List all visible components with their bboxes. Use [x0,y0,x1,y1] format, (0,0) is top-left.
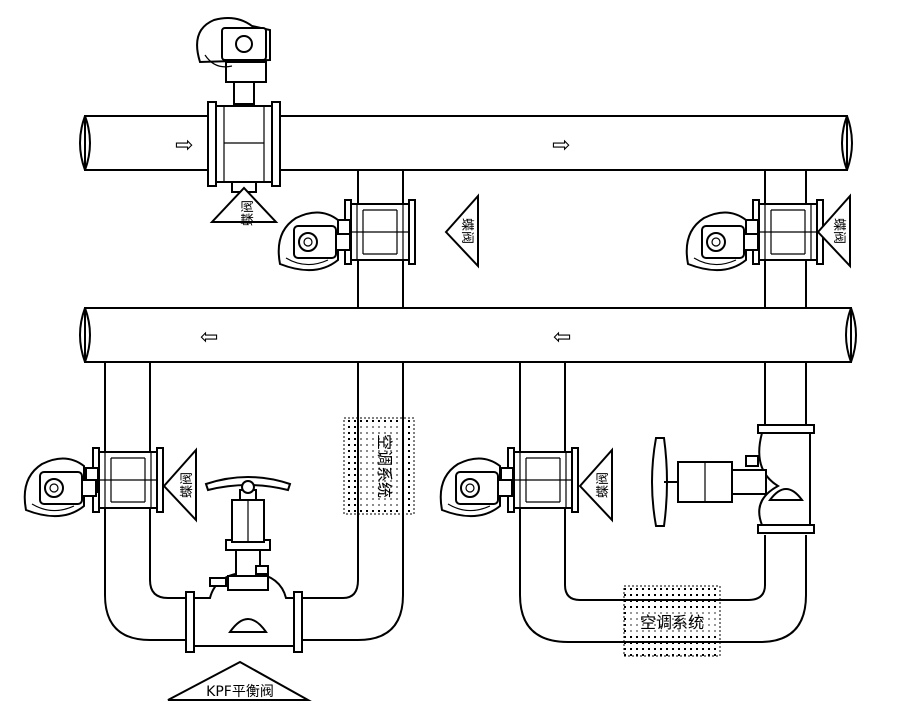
flow-arrow-bottom-right: ⇦ [553,325,571,350]
svg-text:蝶阀: 蝶阀 [596,472,611,498]
butterfly-valve-right [685,199,824,272]
svg-text:蝶阀: 蝶阀 [459,218,474,244]
svg-text:蝶阀: 蝶阀 [180,472,195,498]
label-butterfly-valve-right-loop: 蝶阀 [578,447,613,523]
control-valve-right [651,424,815,534]
flow-arrow-top-right: ⇨ [552,133,570,158]
svg-text:空调系统: 空调系统 [640,613,704,632]
label-kpf-balancing-valve: KPF平衡阀 [167,660,312,701]
butterfly-valve-center [277,199,416,272]
label-butterfly-valve-left-loop: 蝶阀 [162,447,197,523]
return-header-pipe [79,307,857,363]
butterfly-valve-right-loop [439,447,579,518]
label-butterfly-valve-center: 蝶阀 [444,193,479,269]
label-butterfly-valve-right: 蝶阀 [816,193,851,269]
left-u-loop-pipe [104,362,404,641]
svg-text:KPF平衡阀: KPF平衡阀 [206,684,274,700]
label-ac-system-right: 空调系统 [623,585,721,657]
label-ac-system-left: 空调系统 [343,417,415,515]
flow-arrow-top-left: ⇨ [175,133,193,158]
svg-text:蝶阀: 蝶阀 [241,200,256,226]
kpf-balancing-valve [185,476,303,653]
supply-header-pipe [79,115,853,171]
butterfly-valve-top-main [196,17,281,193]
flow-arrow-bottom-left: ⇦ [200,325,218,350]
butterfly-valve-left-loop [23,447,164,518]
label-butterfly-valve-top: 蝶阀 [209,186,279,226]
svg-text:蝶阀: 蝶阀 [831,218,846,244]
svg-text:空调系统: 空调系统 [375,434,394,498]
